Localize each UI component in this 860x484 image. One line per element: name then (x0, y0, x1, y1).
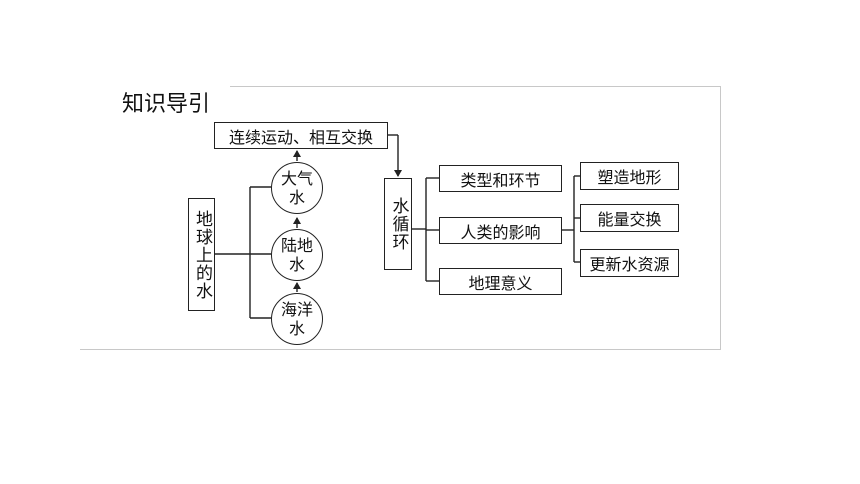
water-cycle-label: 水循环 (388, 197, 409, 251)
box-water-cycle: 水循环 (384, 178, 412, 270)
earth-water-label: 地球上的水 (192, 209, 212, 300)
box-earth-water: 地球上的水 (188, 198, 215, 311)
frame-bottom-border (80, 349, 721, 350)
land-water-label: 陆地水 (280, 236, 313, 274)
heading: 知识导引 (122, 92, 211, 117)
box-renew-water-resources: 更新水资源 (580, 249, 679, 277)
ocean-water-label: 海洋水 (280, 300, 313, 338)
atmospheric-water-label: 大气水 (280, 169, 313, 207)
box-human-impact: 人类的影响 (439, 217, 562, 244)
box-geographic-significance: 地理意义 (439, 268, 562, 295)
box-energy-exchange: 能量交换 (580, 204, 679, 232)
box-types-and-links: 类型和环节 (439, 165, 562, 192)
circle-land-water: 陆地水 (271, 229, 323, 281)
circle-ocean-water: 海洋水 (271, 293, 323, 345)
frame-right-border (720, 86, 721, 349)
box-continuous-exchange: 连续运动、相互交换 (214, 122, 388, 149)
frame-top-border (230, 86, 721, 87)
box-shape-landforms: 塑造地形 (580, 162, 679, 190)
circle-atmospheric-water: 大气水 (271, 162, 323, 214)
